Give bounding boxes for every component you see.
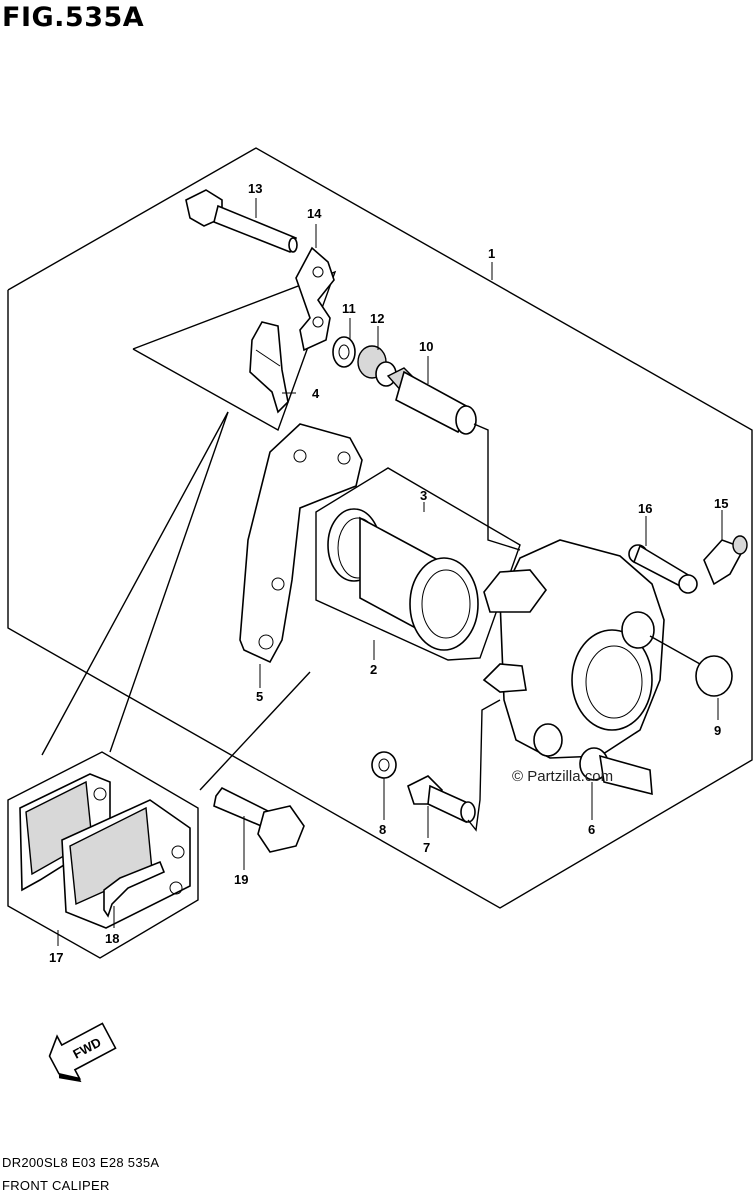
pin-leader <box>473 423 521 551</box>
caliper-bracket-5 <box>239 423 363 664</box>
pad-shim-18 <box>103 860 166 918</box>
callout-8: 8 <box>379 822 386 837</box>
bleeder-valve-15 <box>703 535 748 586</box>
callout-2: 2 <box>370 662 377 677</box>
watermark: © Partzilla.com <box>512 768 614 785</box>
bracket-group-outline <box>132 270 337 432</box>
caliper-body-6 <box>482 539 665 796</box>
callout-numbers: 13 14 1 11 12 10 4 3 16 15 2 5 9 8 6 7 1… <box>49 181 728 965</box>
assembly-outline <box>7 147 753 909</box>
slide-pin-10 <box>386 367 477 435</box>
model-code: DR200SL8 E03 E28 535A <box>2 1155 160 1170</box>
pad-spring-4 <box>249 321 289 414</box>
bolt-19 <box>213 786 305 853</box>
spring-plate-14 <box>295 246 335 352</box>
callout-13: 13 <box>248 181 262 196</box>
callout-6: 6 <box>588 822 595 837</box>
callout-9: 9 <box>714 723 721 738</box>
brake-pads-17 <box>19 773 191 929</box>
piston-group-outline <box>315 467 521 661</box>
bolt-7 <box>407 699 501 832</box>
callout-12: 12 <box>370 311 384 326</box>
pad-group-outline <box>7 751 199 959</box>
callout-15: 15 <box>714 496 728 511</box>
figure-name: FRONT CALIPER <box>2 1178 110 1193</box>
callout-4: 4 <box>312 386 320 401</box>
callout-18: 18 <box>105 931 119 946</box>
callout-1: 1 <box>488 246 495 261</box>
callout-5: 5 <box>256 689 263 704</box>
figure-title: FIG.535A <box>2 2 145 33</box>
pad-leader-2 <box>109 411 229 753</box>
callout-10: 10 <box>419 339 433 354</box>
cap-9 <box>649 635 733 697</box>
callout-3: 3 <box>420 488 427 503</box>
washer-11 <box>332 336 356 368</box>
callout-16: 16 <box>638 501 652 516</box>
callout-11: 11 <box>342 301 356 316</box>
bolt19-leader <box>199 671 311 791</box>
callout-19: 19 <box>234 872 248 887</box>
bolt-13 <box>185 189 298 254</box>
bleeder-cap-16 <box>628 544 698 594</box>
fwd-arrow-icon: FWD <box>48 1022 117 1083</box>
washer-8 <box>371 751 397 779</box>
boot-12 <box>357 345 397 387</box>
callout-7: 7 <box>423 840 430 855</box>
callout-leaders <box>57 198 723 946</box>
callout-14: 14 <box>307 206 322 221</box>
piston-2 <box>359 516 479 651</box>
callout-17: 17 <box>49 950 63 965</box>
pad-leader-1 <box>41 411 229 756</box>
